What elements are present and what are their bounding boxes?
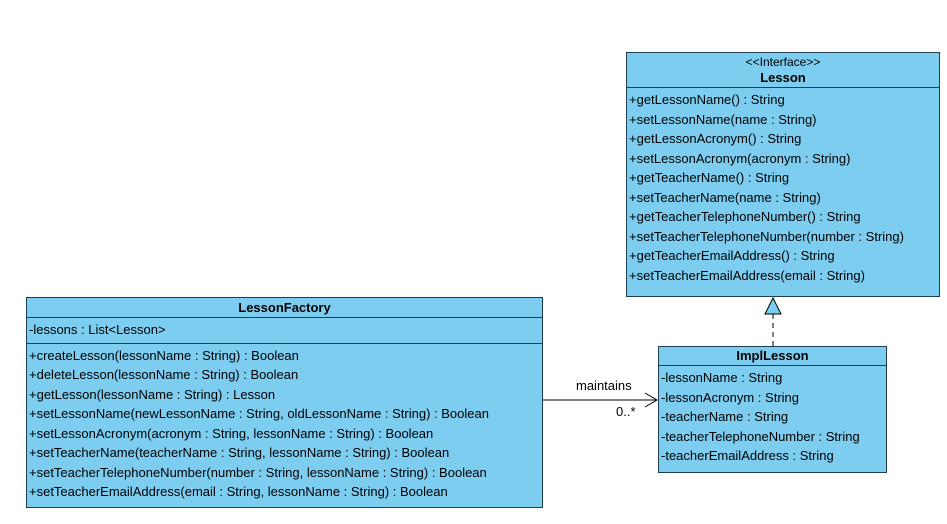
- operation: +getLesson(lessonName : String) : Lesson: [29, 386, 276, 402]
- operation: +setTeacherTelephoneNumber(number : Stri…: [29, 464, 487, 480]
- operation: +setTeacherName(name : String): [629, 189, 821, 205]
- lesson-interface-box[interactable]: <<Interface>> Lesson +getLessonName() : …: [626, 52, 940, 297]
- operation: +getTeacherTelephoneNumber() : String: [629, 209, 861, 224]
- association-multiplicity: 0..*: [616, 404, 636, 419]
- impl-lesson-box[interactable]: ImplLesson -lessonName : String -lessonA…: [658, 346, 887, 473]
- attribute: -teacherName : String: [661, 409, 789, 424]
- attribute: -teacherEmailAddress : String: [661, 448, 834, 463]
- attribute: -lessonName : String: [661, 370, 783, 385]
- lesson-header: <<Interface>> Lesson: [627, 53, 939, 88]
- lesson-factory-class-name: LessonFactory: [238, 300, 331, 315]
- operation: +setLessonName(name : String): [629, 111, 817, 127]
- operation: +setTeacherEmailAddress(email : String): [629, 267, 865, 283]
- realization-arrowhead-icon: [764, 296, 782, 315]
- association-arrowhead-icon: [644, 392, 658, 408]
- operation: +deleteLesson(lessonName : String) : Boo…: [29, 367, 299, 382]
- operation: +getTeacherName() : String: [629, 170, 790, 185]
- lesson-operations: +getLessonName() : String +setLessonName…: [627, 88, 939, 288]
- association-label: maintains: [576, 378, 632, 393]
- operation: +getTeacherEmailAddress() : String: [629, 248, 835, 263]
- lesson-factory-attributes: -lessons : List<Lesson>: [27, 318, 542, 343]
- operation: +getLessonName() : String: [629, 92, 785, 107]
- operation: +setTeacherTelephoneNumber(number : Stri…: [629, 228, 904, 244]
- operation: +setTeacherEmailAddress(email : String, …: [29, 484, 448, 499]
- attribute: -teacherTelephoneNumber : String: [661, 428, 860, 444]
- interface-stereotype: <<Interface>>: [745, 55, 821, 69]
- operation: +createLesson(lessonName : String) : Boo…: [29, 347, 299, 363]
- impl-lesson-class-name: ImplLesson: [736, 348, 809, 363]
- operation: +getLessonAcronym() : String: [629, 131, 802, 146]
- impl-lesson-header: ImplLesson: [659, 347, 886, 366]
- operation: +setTeacherName(teacherName : String, le…: [29, 445, 450, 460]
- lesson-factory-box[interactable]: LessonFactory -lessons : List<Lesson> +c…: [26, 297, 543, 508]
- lesson-factory-header: LessonFactory: [27, 298, 542, 318]
- operation: +setLessonAcronym(acronym : String): [629, 150, 851, 166]
- operation: +setLessonName(newLessonName : String, o…: [29, 406, 489, 421]
- attribute: -lessons : List<Lesson>: [29, 322, 166, 337]
- attribute: -lessonAcronym : String: [661, 389, 799, 405]
- operation: +setLessonAcronym(acronym : String, less…: [29, 425, 434, 441]
- lesson-factory-operations: +createLesson(lessonName : String) : Boo…: [27, 342, 542, 505]
- impl-lesson-attributes: -lessonName : String -lessonAcronym : St…: [659, 366, 886, 469]
- lesson-class-name: Lesson: [760, 70, 806, 85]
